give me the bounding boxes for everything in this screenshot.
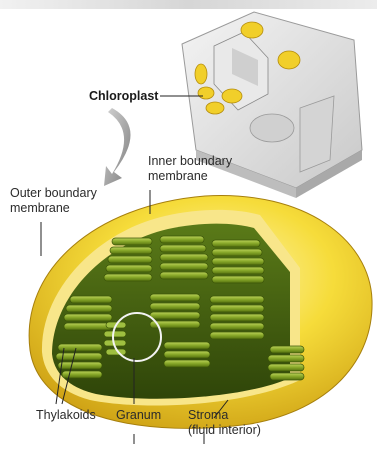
top-band bbox=[0, 0, 377, 9]
inner-membrane-label: Inner boundary membrane bbox=[148, 154, 232, 184]
stroma-label: Stroma (fluid interior) bbox=[188, 408, 261, 438]
curved-arrow-icon bbox=[104, 108, 131, 186]
chloroplast-cutaway bbox=[29, 196, 372, 429]
chloroplast-label: Chloroplast bbox=[89, 89, 158, 104]
outer-membrane-label: Outer boundary membrane bbox=[10, 186, 97, 216]
granum-label: Granum bbox=[116, 408, 161, 423]
thylakoids-label: Thylakoids bbox=[36, 408, 96, 423]
